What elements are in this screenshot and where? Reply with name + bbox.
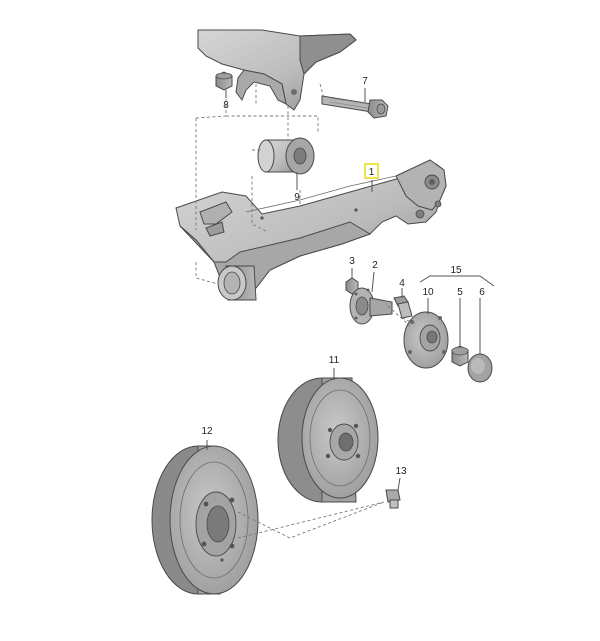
callout-5: 5 [457,287,463,298]
assembly-guide-lines [195,83,417,539]
callout-1-highlight-box [364,163,379,179]
callout-4: 4 [399,278,405,289]
callout-12: 12 [201,426,213,437]
wheel-bearing-stub-axle-part-2 [349,287,393,325]
brake-drum-part-11 [277,377,379,503]
callout-10: 10 [422,287,434,298]
bolt-part-7 [321,95,389,119]
callout-6: 6 [479,287,485,298]
callout-2: 2 [372,260,378,271]
callout-labels: 1 2 3 4 5 6 7 8 9 10 11 12 13 15 [201,76,485,477]
rubber-bushing-part-9 [257,137,315,175]
callout-11: 11 [329,355,340,366]
callout-9: 9 [294,192,300,203]
wheel-hub-part-10 [403,311,449,369]
bolt-part-4 [393,295,413,319]
callout-3: 3 [349,256,355,267]
grease-cap-part-6 [467,353,493,383]
callout-15: 15 [450,265,462,276]
callout-8: 8 [223,100,229,111]
rear-axle-beam-part-1 [175,159,447,297]
callout-1: 1 [369,167,375,178]
nut-part-5 [451,345,469,367]
body-mount-bracket [197,29,357,111]
wheel-bolt-part-13 [385,489,401,509]
beam-front-bushing [217,265,257,301]
callout-leader-lines [206,88,495,491]
callout-7: 7 [362,76,368,87]
callout-13: 13 [395,466,407,477]
nut-part-8 [215,71,233,91]
brake-disc-part-12 [151,445,259,595]
